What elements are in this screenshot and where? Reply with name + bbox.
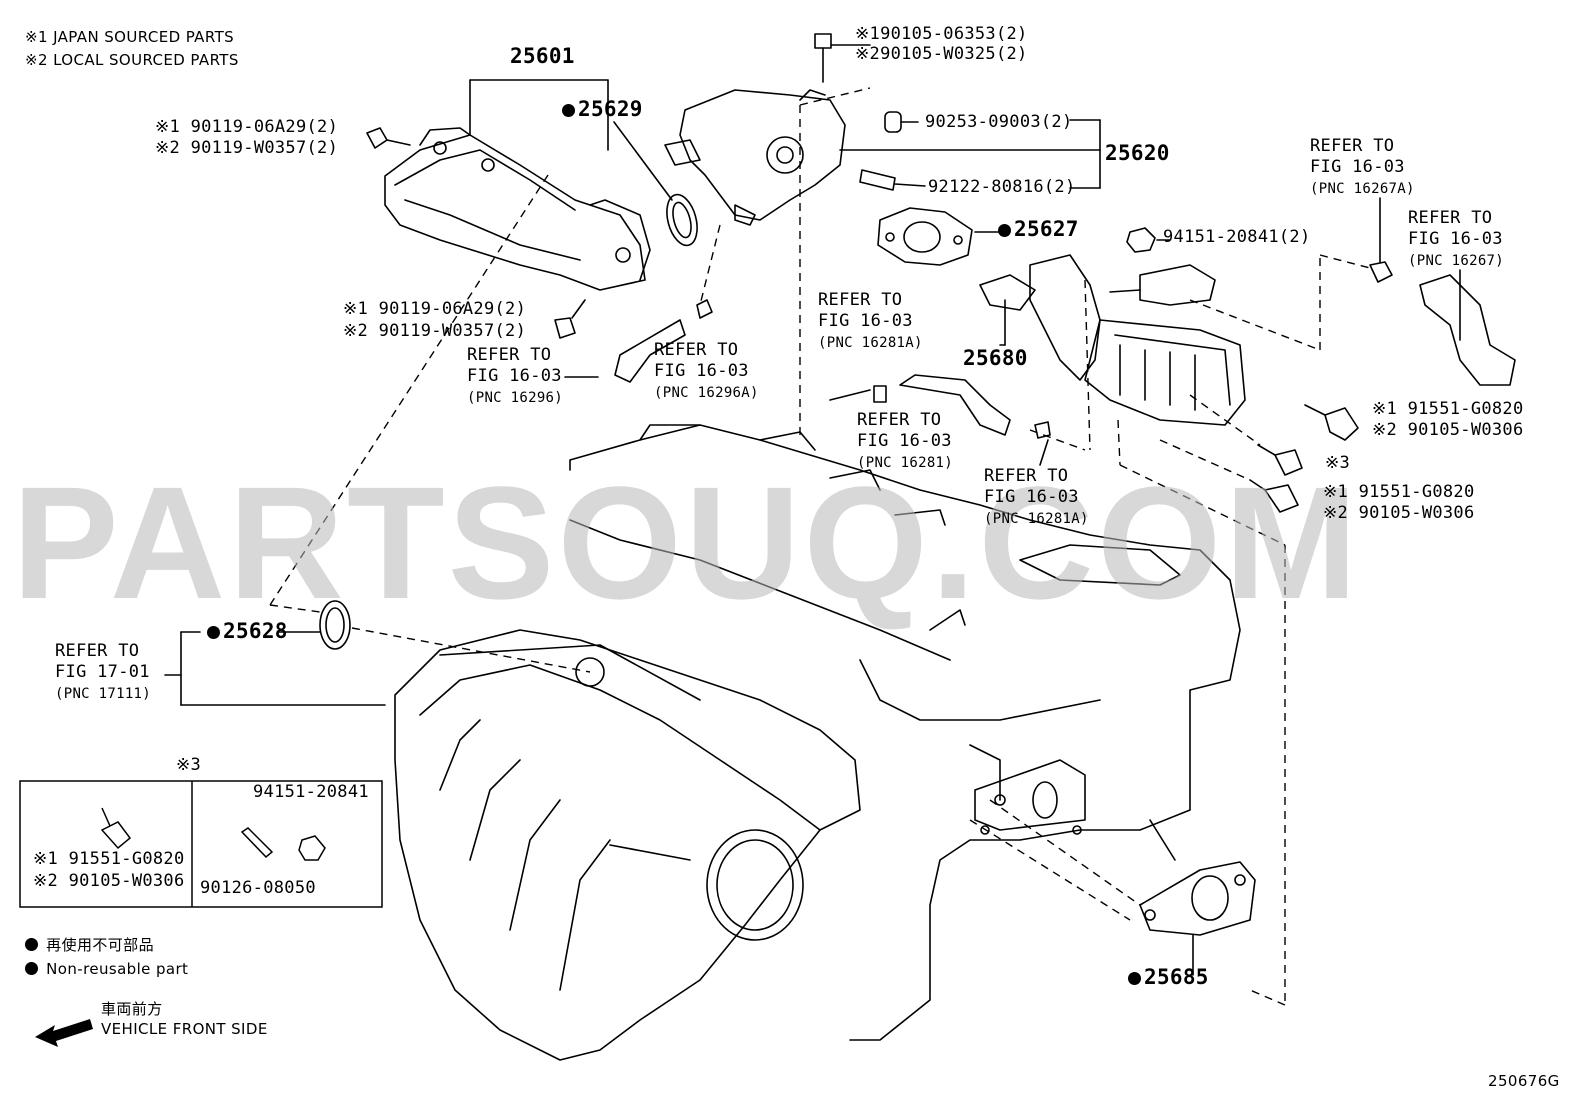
inset-bolt-1[interactable]: ※1 91551-G0820	[33, 849, 185, 869]
note-front-en: VEHICLE FRONT SIDE	[101, 1020, 268, 1038]
ref-17111-line1[interactable]: REFER TO	[55, 641, 140, 661]
ref-16281A-line3[interactable]: (PNC 16281A)	[818, 335, 923, 351]
part-bolt-left-b1[interactable]: ※1 90119-06A29(2)	[343, 299, 527, 319]
legend-local-sourced: ※2 LOCAL SOURCED PARTS	[25, 51, 239, 69]
watermark: PARTSOUQ.COM	[12, 453, 1361, 632]
hose-16281	[899, 374, 1011, 436]
part-pin[interactable]: 90253-09003(2)	[925, 112, 1073, 132]
ref-16281A-2-line1[interactable]: REFER TO	[984, 466, 1069, 486]
part-bolt-left-b2[interactable]: ※2 90119-W0357(2)	[343, 321, 527, 341]
non-reusable-dot-icon	[998, 224, 1011, 237]
egr-pipe-25601	[384, 127, 651, 291]
ref-16267A-line2[interactable]: FIG 16-03	[1310, 157, 1405, 177]
ref-16281-line2[interactable]: FIG 16-03	[857, 431, 952, 451]
part-25628[interactable]: 25628	[207, 621, 288, 642]
ref-16267-line1[interactable]: REFER TO	[1408, 208, 1493, 228]
gasket-25627	[877, 207, 973, 266]
ref-16267A-line1[interactable]: REFER TO	[1310, 136, 1395, 156]
non-reusable-dot-icon	[1128, 972, 1141, 985]
inset-bolt-2[interactable]: ※2 90105-W0306	[33, 871, 185, 891]
legend-japan-sourced: ※1 JAPAN SOURCED PARTS	[25, 28, 235, 46]
ref-17111-line3[interactable]: (PNC 17111)	[55, 686, 152, 702]
ref-16296A-line2[interactable]: FIG 16-03	[654, 361, 749, 381]
non-reusable-dot-icon	[25, 962, 38, 975]
hose-16296	[614, 319, 686, 383]
part-bolt-right-3b[interactable]: ※2 90105-W0306	[1323, 503, 1475, 523]
ref-16281A-2-line2[interactable]: FIG 16-03	[984, 487, 1079, 507]
note-nonreusable-en: Non-reusable part	[25, 960, 188, 979]
inset-stud[interactable]: 90126-08050	[200, 878, 316, 898]
ref-16296-line2[interactable]: FIG 16-03	[467, 366, 562, 386]
part-bolt-right-1a[interactable]: ※1 91551-G0820	[1372, 399, 1524, 419]
front-arrow-icon	[35, 1019, 93, 1047]
hose-16267	[1419, 274, 1516, 386]
ref-16281-line3[interactable]: (PNC 16281)	[857, 455, 954, 471]
part-25620[interactable]: 25620	[1105, 141, 1170, 165]
gasket-25685	[1139, 861, 1256, 936]
part-25601[interactable]: 25601	[510, 44, 575, 68]
part-nut[interactable]: 94151-20841(2)	[1163, 227, 1311, 247]
non-reusable-dot-icon	[207, 626, 220, 639]
ref-16296A-line1[interactable]: REFER TO	[654, 340, 739, 360]
ref-16296A-line3[interactable]: (PNC 16296A)	[654, 385, 759, 401]
note-front-jp: 車両前方	[101, 1000, 163, 1018]
part-25629[interactable]: 25629	[562, 99, 643, 120]
part-bolt-top-1[interactable]: ※190105-06353(2)	[855, 24, 1028, 44]
ref-16267-line2[interactable]: FIG 16-03	[1408, 229, 1503, 249]
part-25685[interactable]: 25685	[1128, 967, 1209, 988]
inset-nut[interactable]: 94151-20841	[253, 782, 369, 802]
ref-16281A-line1[interactable]: REFER TO	[818, 290, 903, 310]
part-bolt-top-2[interactable]: ※290105-W0325(2)	[855, 44, 1028, 64]
ref-16281A-2-line3[interactable]: (PNC 16281A)	[984, 511, 1089, 527]
part-bolt-right-2[interactable]: ※3	[1325, 453, 1351, 473]
part-bolt-left-1[interactable]: ※1 90119-06A29(2)	[155, 117, 339, 137]
ref-16267A-line3[interactable]: (PNC 16267A)	[1310, 181, 1415, 197]
ref-16281A-line2[interactable]: FIG 16-03	[818, 311, 913, 331]
part-bolt-right-1b[interactable]: ※2 90105-W0306	[1372, 420, 1524, 440]
non-reusable-dot-icon	[562, 104, 575, 117]
ref-16267-line3[interactable]: (PNC 16267)	[1408, 253, 1505, 269]
ref-17111-line2[interactable]: FIG 17-01	[55, 662, 150, 682]
part-stud[interactable]: 92122-80816(2)	[928, 177, 1076, 197]
intake-manifold	[394, 629, 861, 1061]
figure-code: 250676G	[1488, 1072, 1560, 1090]
egr-valve-25620	[664, 89, 846, 226]
part-bolt-right-3a[interactable]: ※1 91551-G0820	[1323, 482, 1475, 502]
ref-16296-line1[interactable]: REFER TO	[467, 345, 552, 365]
ref-16281-line1[interactable]: REFER TO	[857, 410, 942, 430]
part-bolt-left-2[interactable]: ※2 90119-W0357(2)	[155, 138, 339, 158]
inset-heading: ※3	[176, 755, 202, 775]
non-reusable-dot-icon	[25, 938, 38, 951]
part-25627[interactable]: 25627	[998, 219, 1079, 240]
egr-cooler-25680	[979, 254, 1246, 426]
note-nonreusable-jp: 再使用不可部品	[25, 936, 154, 955]
part-25680[interactable]: 25680	[963, 346, 1028, 370]
ref-16296-line3[interactable]: (PNC 16296)	[467, 390, 564, 406]
